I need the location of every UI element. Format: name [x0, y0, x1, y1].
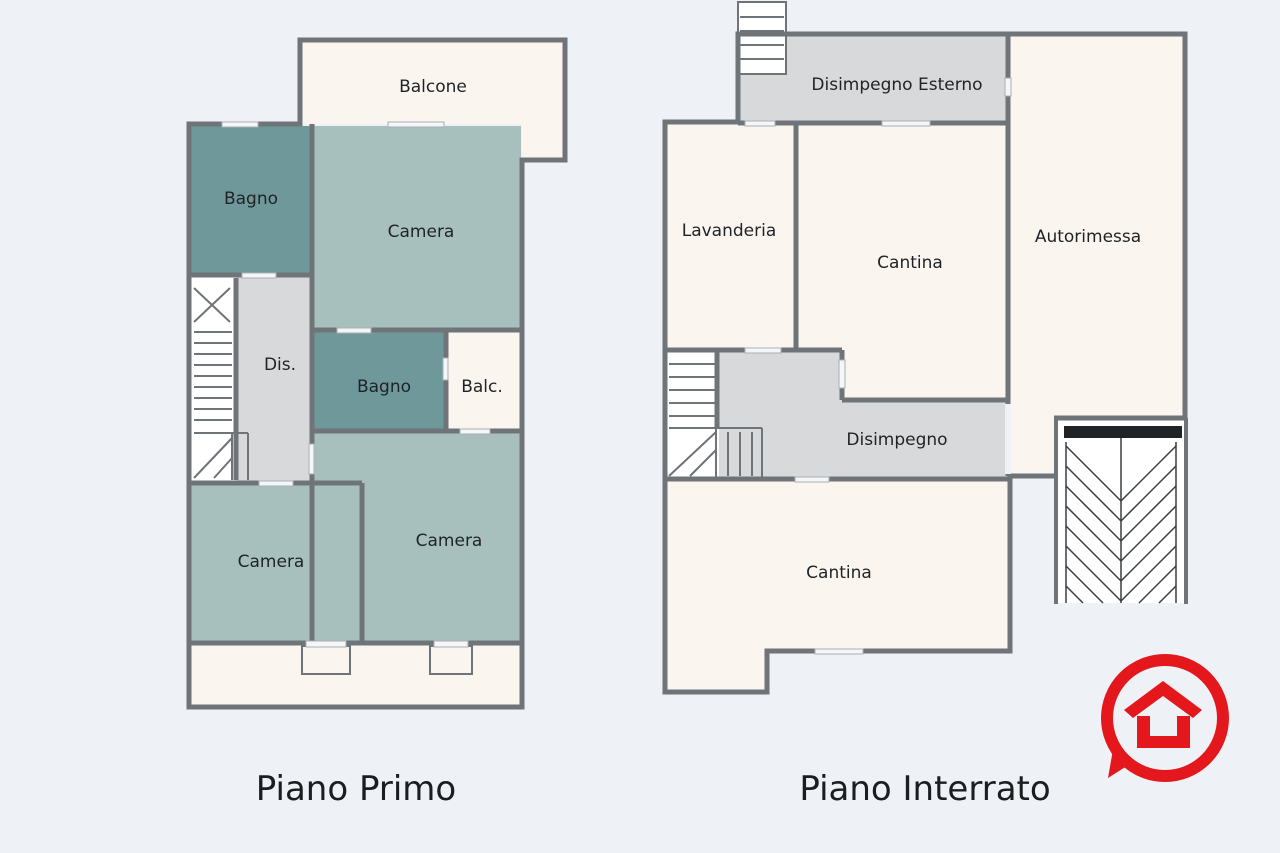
- label-disimpegno-esterno: Disimpegno Esterno: [811, 75, 982, 95]
- basement-title: Piano Interrato: [799, 769, 1050, 809]
- room-cantina-2-lower: [667, 648, 766, 690]
- label-balcone: Balcone: [399, 77, 467, 97]
- label-bagno-2: Bagno: [357, 377, 411, 397]
- room-balcone-tail: [522, 120, 563, 158]
- room-balc: [447, 331, 521, 430]
- first-floor-title: Piano Primo: [256, 769, 456, 809]
- label-disimpegno: Disimpegno: [846, 430, 947, 450]
- room-bagno-1: [191, 126, 311, 274]
- first-floor-plan: Balcone Bagno Camera Dis. Bagno Balc. Ca…: [186, 37, 568, 809]
- stair-area: [191, 276, 236, 482]
- room-camera-3: [313, 432, 521, 642]
- house-logo-icon: [1101, 654, 1229, 782]
- room-disimpegno: [765, 400, 1008, 478]
- garage-door-opening: [1005, 404, 1011, 474]
- basement-outer-wall: [735, 31, 1188, 418]
- first-floor-openings: [221, 121, 491, 675]
- label-camera-2: Camera: [238, 552, 305, 572]
- label-camera-1: Camera: [388, 222, 455, 242]
- room-cantina-2: [667, 480, 1008, 651]
- stair-area-basement: [667, 351, 719, 478]
- room-lavanderia: [667, 124, 795, 349]
- window-bay-right: [429, 645, 473, 675]
- label-cantina-2: Cantina: [806, 563, 872, 583]
- label-dis: Dis.: [264, 355, 296, 375]
- basement-plan: Disimpegno Esterno Lavanderia Cantina Au…: [662, 1, 1188, 809]
- label-lavanderia: Lavanderia: [682, 221, 777, 241]
- room-autorimessa: [1010, 36, 1185, 474]
- first-floor-outer-wall: [186, 37, 568, 710]
- label-autorimessa: Autorimessa: [1035, 227, 1141, 247]
- basement-interior-walls: [665, 120, 1008, 482]
- basement-outer-wall-main: [662, 74, 1054, 695]
- room-bagno-2: [313, 331, 445, 430]
- ramp-hatch: [1054, 418, 1188, 604]
- stair-icon: [193, 287, 249, 480]
- room-camera-1: [313, 126, 521, 329]
- label-bagno-1: Bagno: [224, 189, 278, 209]
- basement-openings: [744, 77, 1012, 655]
- room-balcone: [302, 42, 563, 124]
- window-bay-left: [301, 645, 351, 675]
- external-stair-icon: [737, 1, 787, 75]
- label-cantina-1: Cantina: [877, 253, 943, 273]
- label-camera-3: Camera: [416, 531, 483, 551]
- label-balc: Balc.: [461, 377, 503, 397]
